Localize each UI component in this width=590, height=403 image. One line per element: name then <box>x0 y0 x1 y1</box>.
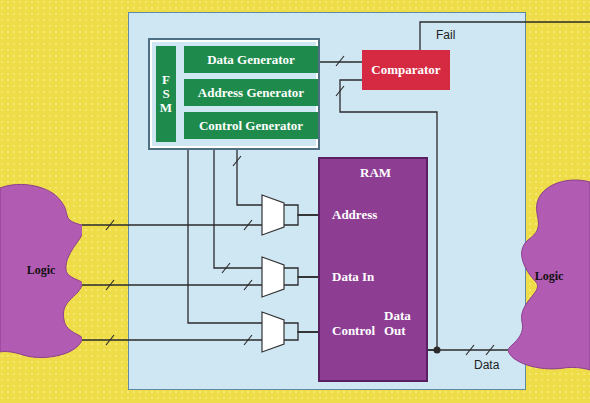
node-label: Comparator <box>371 62 440 78</box>
node-label: Address Generator <box>198 85 304 101</box>
comparator-box: Comparator <box>362 50 450 90</box>
signal-label: Data <box>474 358 499 372</box>
generator-box: Address Generator <box>184 79 318 106</box>
multiplexer <box>262 312 284 352</box>
port-label: Data Out <box>384 309 422 339</box>
bus-slashes <box>106 56 494 355</box>
node-label: Logic <box>535 269 564 284</box>
port-label: Address <box>332 207 377 223</box>
signal-wire <box>188 150 318 332</box>
port-label: Data In <box>332 269 374 285</box>
multiplexer <box>262 257 284 297</box>
block-title: RAM <box>360 165 391 181</box>
generator-box: Data Generator <box>184 46 318 73</box>
node-label: Data Generator <box>207 52 295 68</box>
signal-label: Fail <box>436 28 455 42</box>
ram-block: RAM AddressData In Control Data Out <box>318 157 428 382</box>
fsm-block: FSM Data GeneratorAddress GeneratorContro… <box>148 38 320 150</box>
logic-cloud: Logic <box>0 180 82 360</box>
signal-wire <box>428 349 508 350</box>
node-label: Logic <box>27 263 56 278</box>
node-label: Control Generator <box>199 118 303 134</box>
generator-box: Control Generator <box>184 112 318 139</box>
fsm-label: FSM <box>156 46 176 142</box>
logic-cloud: Logic <box>508 176 590 376</box>
signal-wire <box>318 61 362 62</box>
port-label: Control <box>332 323 375 339</box>
multiplexer <box>262 195 284 235</box>
